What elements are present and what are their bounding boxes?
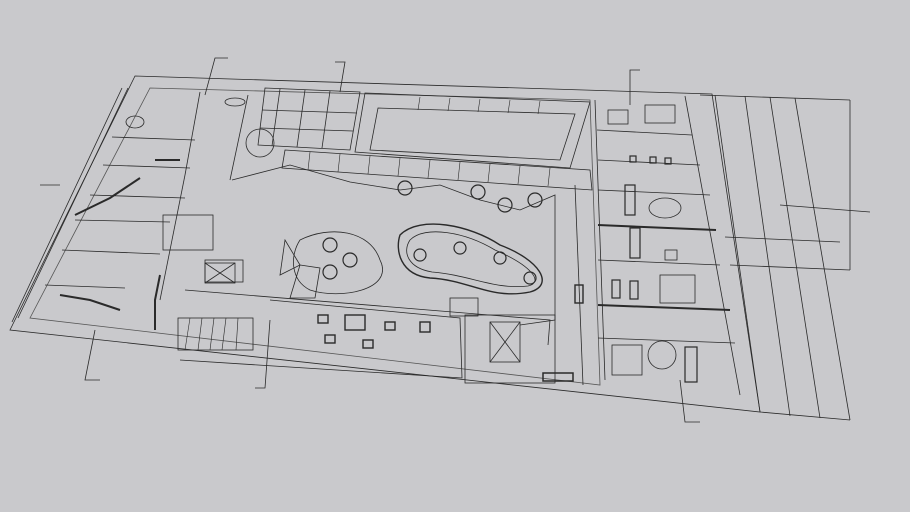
courtyard: [179, 164, 574, 384]
right-wing-rooms: [574, 95, 741, 396]
glass-roof: [257, 87, 593, 191]
left-wing-rooms: [11, 87, 275, 351]
tables: [322, 180, 543, 285]
dimension-lines: [40, 57, 700, 423]
